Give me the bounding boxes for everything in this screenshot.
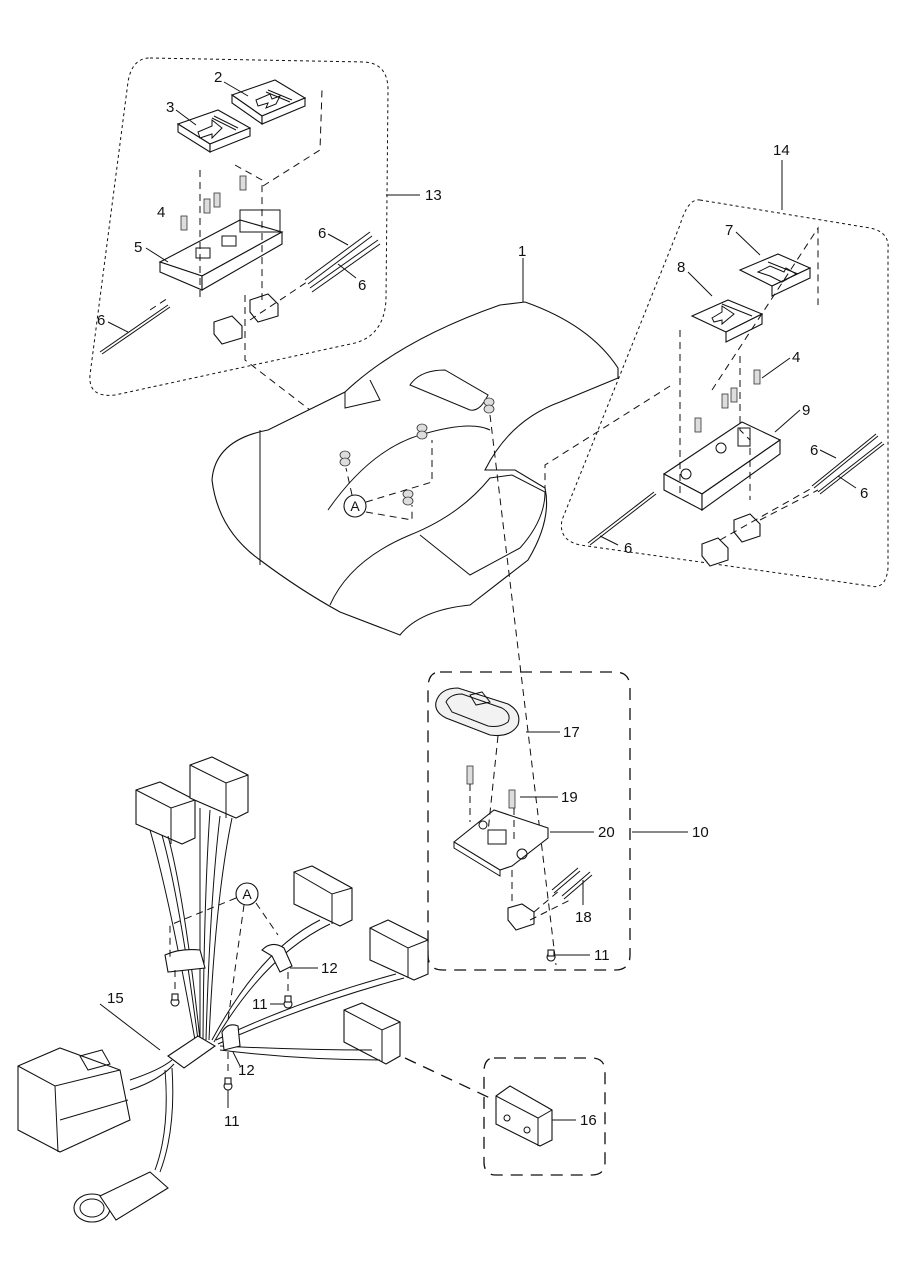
assembly-14-boundary xyxy=(560,199,889,588)
part-5-switch-housing xyxy=(158,209,284,291)
callout-5: 5 xyxy=(134,239,142,256)
callout-17: 17 xyxy=(563,724,580,741)
callout-6: 6 xyxy=(358,277,366,294)
part-19-spring xyxy=(508,789,516,809)
callout-6: 6 xyxy=(624,540,632,557)
callout-13: 13 xyxy=(425,187,442,204)
micro-switch xyxy=(733,513,761,543)
part-19-spring xyxy=(466,765,474,785)
callout-6: 6 xyxy=(97,312,105,329)
harness-micro-switch xyxy=(293,865,353,927)
assembly-13 xyxy=(89,57,389,430)
callout-4: 4 xyxy=(792,349,800,366)
part-8-switch-cap xyxy=(690,299,764,343)
callout-2: 2 xyxy=(214,69,222,86)
part-11-screw xyxy=(170,993,180,1007)
part-1-console-cover xyxy=(211,258,619,636)
part-18-pin xyxy=(561,871,591,897)
spring xyxy=(721,393,729,409)
harness-micro-switch xyxy=(343,1002,401,1065)
part-7-switch-cap xyxy=(738,253,812,297)
callouts: 2 3 13 4 5 6 6 6 1 14 7 8 4 9 6 6 6 17 1… xyxy=(97,69,868,1130)
part-18-pin xyxy=(551,867,579,891)
callout-16: 16 xyxy=(580,1112,597,1129)
part-2-switch-cap xyxy=(230,79,307,126)
callout-6: 6 xyxy=(318,225,326,242)
part-11-screw xyxy=(223,1077,233,1091)
part-4-spring xyxy=(180,215,188,231)
spring xyxy=(239,175,247,191)
callout-6: 6 xyxy=(810,442,818,459)
assembly-10 xyxy=(427,671,631,971)
callout-9: 9 xyxy=(802,402,810,419)
spring xyxy=(203,198,211,214)
micro-switch xyxy=(213,315,243,345)
assembly-10-boundary xyxy=(427,671,631,971)
callout-1: 1 xyxy=(518,243,526,260)
part-4-spring xyxy=(753,369,761,385)
part-17-rocker-cover xyxy=(435,687,520,737)
callout-6: 6 xyxy=(860,485,868,502)
callout-20: 20 xyxy=(598,824,615,841)
part-6-pin xyxy=(309,239,379,289)
callout-8: 8 xyxy=(677,259,685,276)
clamp xyxy=(164,949,206,973)
part-6-pin xyxy=(304,231,371,281)
part-11-screw xyxy=(283,995,293,1009)
callout-18: 18 xyxy=(575,909,592,926)
part-12-clamp xyxy=(261,943,293,973)
harness-micro-switch xyxy=(135,781,196,845)
ref-a-label: A xyxy=(242,886,252,902)
spring xyxy=(694,417,702,433)
leader-lines xyxy=(99,81,857,1121)
part-12-clamp xyxy=(221,1024,241,1051)
callout-14: 14 xyxy=(773,142,790,159)
assembly-13-boundary xyxy=(89,57,389,396)
callout-7: 7 xyxy=(725,222,733,239)
spring xyxy=(213,192,221,208)
part-11-screw xyxy=(546,949,556,962)
part-3-switch-cap xyxy=(176,109,252,153)
micro-switch xyxy=(249,293,279,323)
spring xyxy=(730,387,738,403)
grommets xyxy=(339,397,495,506)
reference-marker-a-console: A xyxy=(343,440,433,521)
assembly-16 xyxy=(483,1057,606,1176)
callout-12: 12 xyxy=(321,960,338,977)
part-9-switch-housing xyxy=(662,421,782,512)
part-15-wiring-harness xyxy=(17,756,429,1223)
micro-switch xyxy=(507,903,535,931)
part-16-micro-switch xyxy=(495,1085,553,1147)
callout-4: 4 xyxy=(157,204,165,221)
part-6-pin xyxy=(811,433,877,487)
harness-multi-pin-connector xyxy=(17,1047,131,1153)
callout-10: 10 xyxy=(692,824,709,841)
part-6-pin xyxy=(99,304,169,353)
callout-3: 3 xyxy=(166,99,174,116)
reference-marker-a-harness: A xyxy=(169,882,279,1021)
assembly-14 xyxy=(511,199,889,588)
part-6-pin xyxy=(817,441,883,493)
callout-15: 15 xyxy=(107,990,124,1007)
callout-11: 11 xyxy=(252,996,268,1013)
part-6-pin xyxy=(587,491,655,544)
ref-a-label: A xyxy=(350,498,360,514)
callout-11: 11 xyxy=(224,1113,240,1130)
part-20-base-plate xyxy=(453,809,549,877)
callout-19: 19 xyxy=(561,789,578,806)
micro-switch xyxy=(701,537,729,567)
assembly-16-boundary xyxy=(483,1057,606,1176)
callout-12: 12 xyxy=(238,1062,255,1079)
harness-micro-switch xyxy=(189,756,249,819)
harness-micro-switch xyxy=(369,919,429,981)
harness-round-connector xyxy=(73,1171,169,1223)
callout-11: 11 xyxy=(594,947,610,964)
